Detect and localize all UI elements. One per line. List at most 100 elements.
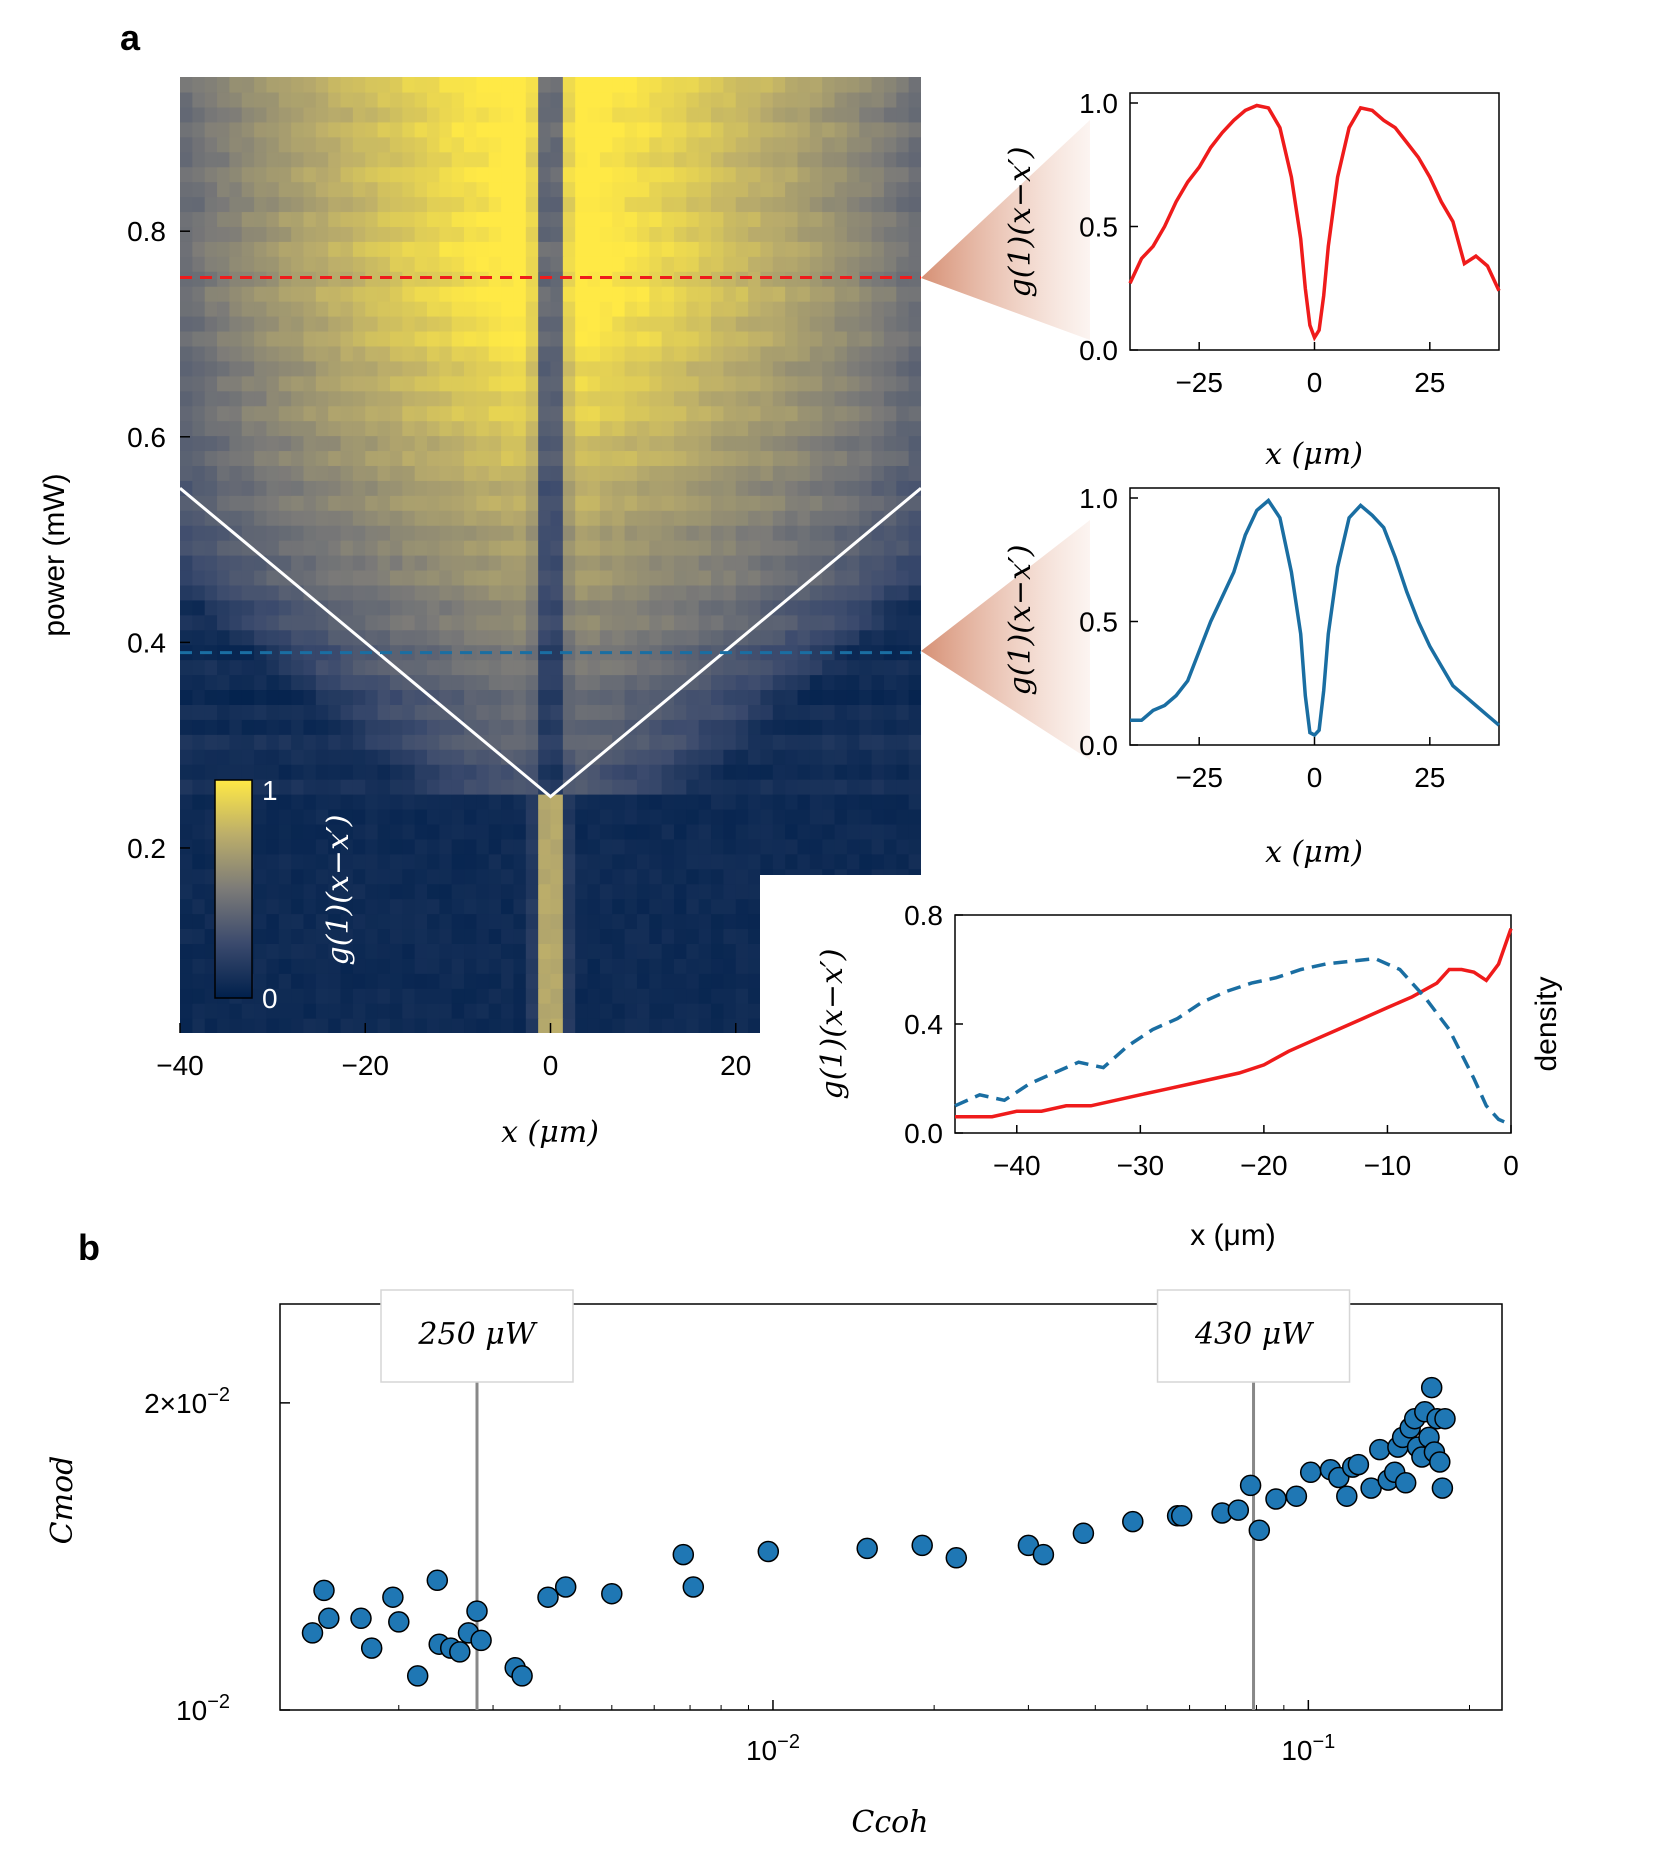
heatmap-cell xyxy=(315,136,329,153)
heatmap-cell xyxy=(389,584,403,601)
heatmap-cell xyxy=(649,734,663,750)
heatmap-cell xyxy=(192,91,206,108)
heatmap-cell xyxy=(575,823,589,840)
heatmap-cell xyxy=(846,375,860,392)
heatmap-cell xyxy=(427,704,440,720)
heatmap-cell xyxy=(291,226,305,242)
heatmap-cell xyxy=(451,540,465,556)
heatmap-cell xyxy=(698,749,712,765)
heatmap-cell xyxy=(427,106,440,123)
heatmap-cell xyxy=(624,734,638,750)
heatmap-cell xyxy=(908,136,921,153)
heatmap-cell xyxy=(785,136,799,153)
heatmap-cell xyxy=(599,91,613,108)
heatmap-cell xyxy=(723,211,737,227)
heatmap-cell xyxy=(871,794,885,810)
heatmap-cell xyxy=(427,644,440,661)
heatmap-cell xyxy=(723,584,737,601)
heatmap-cell xyxy=(352,136,366,153)
heatmap-cell xyxy=(723,794,737,810)
heatmap-cell xyxy=(377,256,391,272)
heatmap-cell xyxy=(550,91,564,108)
heatmap-cell xyxy=(871,614,885,631)
heatmap-cell xyxy=(846,256,860,272)
heatmap-cell xyxy=(859,196,873,213)
heatmap-cell xyxy=(204,241,218,257)
heatmap-cell xyxy=(389,928,403,944)
heatmap-cell xyxy=(550,764,564,780)
heatmap-cell xyxy=(809,91,823,108)
heatmap-cell xyxy=(377,883,391,900)
heatmap-cell xyxy=(822,853,836,870)
heatmap-cell xyxy=(735,420,749,437)
heatmap-cell xyxy=(612,808,626,825)
heatmap-cell xyxy=(365,226,379,242)
heatmap-cell xyxy=(711,286,724,302)
ytick-label: 0.0 xyxy=(904,1118,943,1149)
heatmap-cell xyxy=(599,1003,613,1019)
heatmap-cell xyxy=(859,375,873,392)
heatmap-cell xyxy=(229,420,243,437)
heatmap-cell xyxy=(748,808,762,825)
heatmap-cell xyxy=(439,794,453,810)
heatmap-cell xyxy=(575,853,589,870)
heatmap-cell xyxy=(488,211,502,227)
heatmap-cell xyxy=(797,749,811,765)
heatmap-cell xyxy=(896,823,910,840)
heatmap-cell xyxy=(587,659,601,676)
heatmap-cell xyxy=(365,883,379,900)
heatmap-cell xyxy=(661,121,675,138)
heatmap-cell xyxy=(883,181,897,198)
heatmap-cell xyxy=(303,584,317,601)
heatmap-cell xyxy=(254,928,268,944)
heatmap-cell xyxy=(266,136,280,153)
heatmap-cell xyxy=(525,480,539,496)
heatmap-cell xyxy=(822,629,836,646)
heatmap-cell xyxy=(328,166,342,183)
heatmap-cell xyxy=(525,211,539,227)
heatmap-cell xyxy=(599,480,613,496)
heatmap-cell xyxy=(797,719,811,735)
heatmap-cell xyxy=(550,719,564,735)
heatmap-cell xyxy=(266,316,280,332)
heatmap-cell xyxy=(711,525,724,541)
heatmap-cell xyxy=(254,764,268,780)
heatmap-cell xyxy=(389,689,403,705)
heatmap-cell xyxy=(809,136,823,153)
heatmap-cell xyxy=(266,196,280,213)
heatmap-cell xyxy=(649,390,663,407)
heatmap-cell xyxy=(340,480,354,496)
heatmap-cell xyxy=(180,898,193,915)
heatmap-cell xyxy=(735,898,749,915)
heatmap-cell xyxy=(229,405,243,422)
heatmap-cell xyxy=(180,689,193,705)
heatmap-cell xyxy=(439,77,453,93)
scatter-point xyxy=(1394,1472,1417,1494)
heatmap-cell xyxy=(612,629,626,646)
heatmap-cell xyxy=(365,405,379,422)
heatmap-cell xyxy=(377,808,391,825)
scatter-point xyxy=(1420,1376,1443,1399)
heatmap-cell xyxy=(315,166,329,183)
heatmap-cell xyxy=(748,196,762,213)
heatmap-cell xyxy=(760,629,774,646)
heatmap-cell xyxy=(809,465,823,481)
heatmap-cell xyxy=(525,928,539,944)
heatmap-cell xyxy=(599,271,613,287)
heatmap-cell xyxy=(365,465,379,481)
heatmap-cell xyxy=(414,420,428,437)
heatmap-cell xyxy=(661,211,675,227)
heatmap-cell xyxy=(402,316,416,332)
heatmap-cell xyxy=(352,868,366,885)
heatmap-cell xyxy=(599,196,613,213)
heatmap-cell xyxy=(636,420,650,437)
heatmap-cell xyxy=(723,749,737,765)
heatmap-cell xyxy=(562,465,576,481)
heatmap-cell xyxy=(439,196,453,213)
heatmap-cell xyxy=(180,614,193,631)
heatmap-cell xyxy=(439,958,453,974)
heatmap-cell xyxy=(328,77,342,93)
heatmap-cell xyxy=(550,808,564,825)
heatmap-cell xyxy=(180,435,193,452)
heatmap-cell xyxy=(402,166,416,183)
